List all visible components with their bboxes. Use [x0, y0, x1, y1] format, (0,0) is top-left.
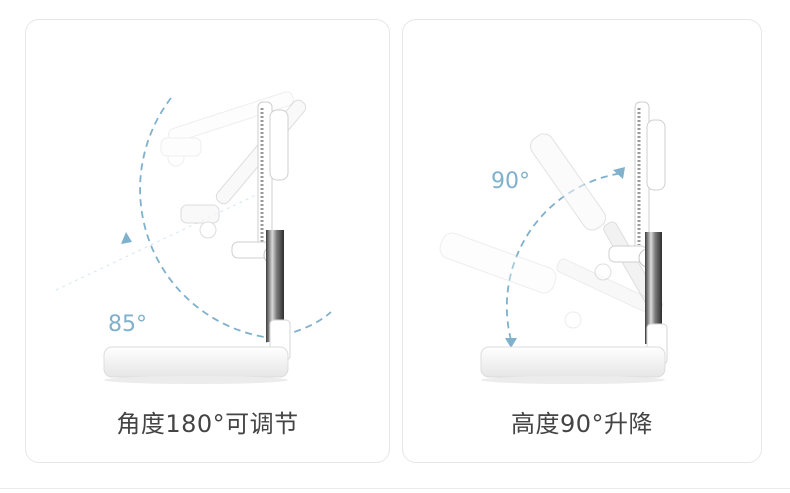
angle-label: 90° — [491, 169, 530, 194]
card-caption: 高度90°升降 — [510, 410, 654, 438]
divider — [0, 488, 790, 489]
arrow-down-icon — [505, 338, 517, 348]
product-card-angle: 85° 角度180°可调节 — [25, 19, 390, 463]
phone-holder-upright — [608, 101, 666, 268]
base-shadow — [481, 376, 665, 384]
angle-label: 85° — [108, 312, 147, 337]
stand-height-illustration: 90° — [439, 101, 668, 384]
guide-line — [55, 194, 257, 291]
stand-base — [103, 346, 289, 378]
arrow-right-icon — [613, 167, 625, 179]
stand-base — [480, 346, 666, 378]
arrow-up-icon — [121, 232, 132, 244]
chrome-pole — [266, 230, 284, 342]
card-caption: 角度180°可调节 — [116, 410, 299, 438]
rotation-arc — [505, 172, 624, 341]
chrome-pole — [645, 232, 662, 344]
stand-angle-illustration: 85° — [55, 91, 332, 384]
product-card-height: 90° 高度90°升降 — [402, 19, 762, 463]
rotation-arc-tail — [270, 311, 332, 339]
base-shadow — [104, 376, 288, 384]
rotation-arc — [139, 97, 272, 339]
ghost-holder-low — [439, 232, 660, 329]
